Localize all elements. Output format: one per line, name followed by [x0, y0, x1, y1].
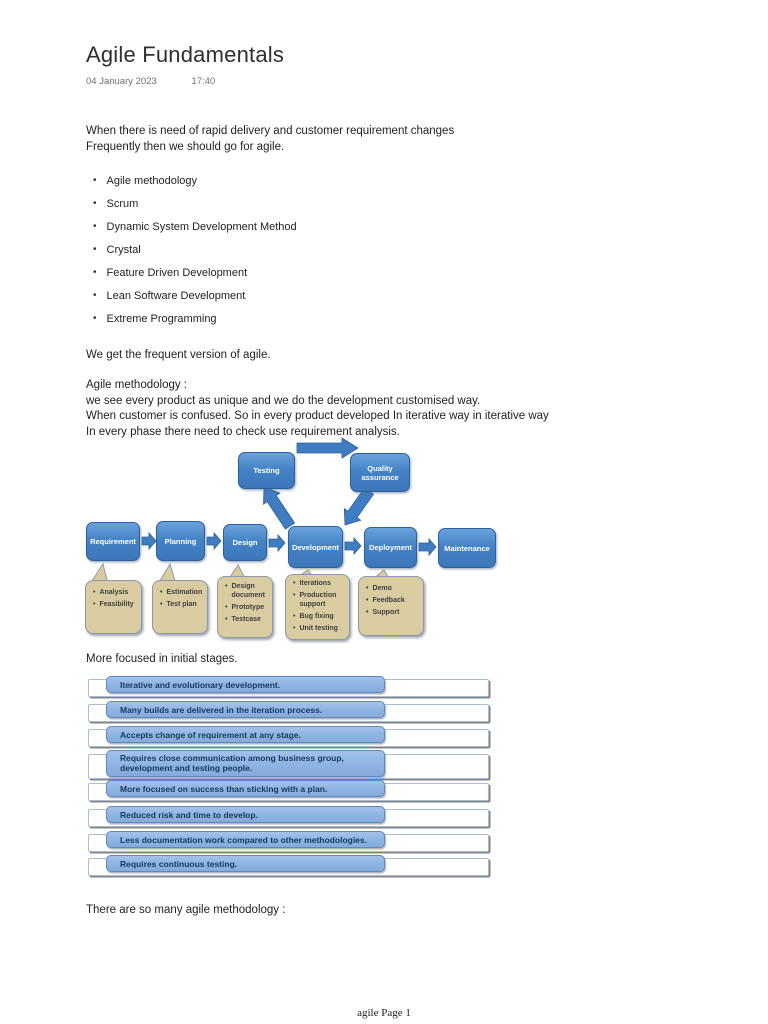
list-item: Crystal: [93, 244, 297, 256]
page-time: 17:40: [191, 76, 216, 87]
closing-note: There are so many agile methodology :: [86, 904, 286, 916]
callout-item: Testcase: [222, 615, 268, 624]
methodology-list: Agile methodology Scrum Dynamic System D…: [93, 175, 297, 336]
callout-item: Feedback: [363, 596, 419, 605]
process-box-planning: Planning: [156, 521, 205, 561]
banner-bar: Less documentation work compared to othe…: [106, 831, 385, 848]
list-item: Feature Driven Development: [93, 267, 297, 279]
arrow-development-deployment: [344, 536, 362, 556]
arrow-requirement-planning: [141, 531, 157, 551]
arrow-design-development: [268, 533, 286, 553]
callout-item: Estimation: [157, 588, 203, 597]
process-box-quality-assurance: Quality assurance: [350, 453, 410, 492]
process-box-maintenance: Maintenance: [438, 528, 496, 568]
banner-bar: More focused on success than sticking wi…: [106, 780, 385, 797]
arrow-development-testing: [263, 486, 296, 530]
intro-line-2: Frequently then we should go for agile.: [86, 140, 285, 153]
focus-note: More focused in initial stages.: [86, 653, 238, 665]
intro-paragraph: When there is need of rapid delivery and…: [86, 124, 454, 155]
page-title: Agile Fundamentals: [86, 42, 285, 67]
callout-planning: Estimation Test plan: [152, 580, 208, 634]
arrow-qa-development: [343, 487, 375, 526]
callout-item: Bug fixing: [290, 612, 345, 621]
process-box-development: Development: [288, 526, 343, 568]
callout-item: Design document: [222, 582, 268, 600]
list-item: Extreme Programming: [93, 313, 297, 325]
list-item: Dynamic System Development Method: [93, 221, 297, 233]
banner-bar: Many builds are delivered in the iterati…: [106, 701, 385, 718]
callout-item: Production support: [290, 591, 345, 609]
intro-line-1: When there is need of rapid delivery and…: [86, 125, 455, 137]
callout-requirement: Analysis Feasibility: [85, 580, 142, 634]
agile-line-1: Agile methodology :: [86, 379, 188, 391]
arrow-testing-qa: [296, 437, 359, 459]
page-date: 04 January 2023: [86, 76, 157, 87]
agile-process-diagram: Testing Quality assurance Requirement Pl…: [80, 435, 510, 647]
process-box-requirement: Requirement: [86, 522, 140, 561]
page-footer: agile Page 1: [357, 1007, 411, 1019]
frequent-note: We get the frequent version of agile.: [86, 349, 271, 361]
arrow-planning-design: [206, 531, 222, 551]
agile-line-2: we see every product as unique and we do…: [86, 394, 481, 407]
callout-item: Support: [363, 608, 419, 617]
banner-bar: Reduced risk and time to develop.: [106, 806, 385, 823]
banner-bar: Accepts change of requirement at any sta…: [106, 726, 385, 743]
process-box-testing: Testing: [238, 452, 295, 489]
agile-benefits-banners: Iterative and evolutionary development. …: [88, 676, 490, 878]
callout-deployment: Demo Feedback Support: [358, 576, 424, 636]
list-item: Scrum: [93, 198, 297, 210]
callout-item: Demo: [363, 584, 419, 593]
callout-design: Design document Prototype Testcase: [217, 576, 273, 638]
callout-item: Prototype: [222, 603, 268, 612]
banner-bar: Requires continuous testing.: [106, 855, 385, 872]
process-box-deployment: Deployment: [364, 527, 417, 568]
process-box-design: Design: [223, 524, 267, 561]
banner-bar: Iterative and evolutionary development.: [106, 676, 385, 693]
callout-item: Test plan: [157, 600, 203, 609]
callout-item: Analysis: [90, 588, 137, 597]
callout-development: Iterations Production support Bug fixing…: [285, 574, 350, 640]
list-item: Agile methodology: [93, 175, 297, 187]
callout-item: Iterations: [290, 579, 345, 588]
callout-item: Feasibility: [90, 600, 137, 609]
arrow-deployment-maintenance: [418, 537, 437, 557]
agile-line-3: When customer is confused. So in every p…: [86, 410, 549, 422]
diagram-arrows: [89, 437, 437, 585]
banner-bar: Requires close communication among busin…: [106, 750, 385, 777]
agile-line-4: In every phase there need to check use r…: [86, 425, 400, 438]
page-meta: 04 January 2023 17:40: [86, 76, 215, 87]
callout-item: Unit testing: [290, 624, 345, 633]
agile-methodology-paragraph: Agile methodology : we see every product…: [86, 378, 549, 440]
list-item: Lean Software Development: [93, 290, 297, 302]
